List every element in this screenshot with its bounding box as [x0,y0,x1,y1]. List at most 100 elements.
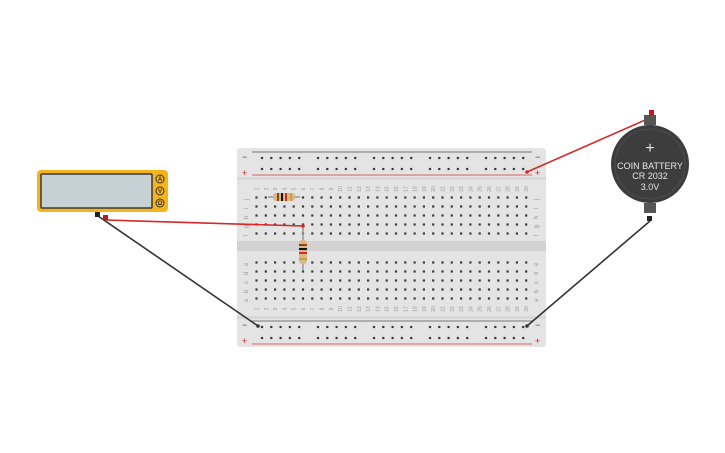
terminal-hole[interactable] [422,270,425,273]
multimeter-ohm-button[interactable]: Ω [155,198,165,208]
terminal-hole[interactable] [497,214,500,217]
terminal-hole[interactable] [301,270,305,273]
terminal-hole[interactable] [283,279,286,282]
terminal-hole[interactable] [469,288,472,291]
multimeter[interactable]: A V Ω [37,170,168,220]
rail-hole[interactable] [372,336,376,340]
terminal-hole[interactable] [292,214,295,217]
terminal-hole[interactable] [367,205,370,208]
rail-hole[interactable] [279,336,282,340]
terminal-hole[interactable] [487,196,491,199]
terminal-hole[interactable] [441,205,444,208]
terminal-hole[interactable] [404,205,407,208]
rail-hole[interactable] [494,336,497,340]
terminal-hole[interactable] [432,288,435,291]
terminal-hole[interactable] [478,214,481,217]
terminal-hole[interactable] [367,297,370,300]
terminal-hole[interactable] [292,261,295,264]
rail-hole[interactable] [456,167,459,171]
terminal-hole[interactable] [441,232,444,235]
rail-hole[interactable] [391,156,394,160]
rail-hole[interactable] [326,325,329,329]
terminal-hole[interactable] [413,214,416,217]
rail-hole[interactable] [326,156,329,160]
terminal-hole[interactable] [506,261,509,264]
rail-hole[interactable] [260,156,264,160]
rail-hole[interactable] [400,336,403,340]
terminal-hole[interactable] [404,279,407,282]
rail-hole[interactable] [438,167,441,171]
terminal-hole[interactable] [441,297,444,300]
terminal-hole[interactable] [441,288,444,291]
terminal-hole[interactable] [283,297,286,300]
rail-hole[interactable] [354,167,357,171]
terminal-hole[interactable] [469,223,472,226]
rail-hole[interactable] [335,156,338,160]
terminal-hole[interactable] [357,223,360,226]
rail-hole[interactable] [456,336,459,340]
terminal-hole[interactable] [292,297,295,300]
terminal-hole[interactable] [422,288,425,291]
terminal-hole[interactable] [506,232,509,235]
terminal-hole[interactable] [367,196,370,199]
terminal-hole[interactable] [264,288,267,291]
rail-hole[interactable] [428,167,432,171]
terminal-hole[interactable] [311,205,314,208]
rail-hole[interactable] [484,156,488,160]
terminal-hole[interactable] [367,261,370,264]
rail-hole[interactable] [382,325,385,329]
terminal-hole[interactable] [487,232,491,235]
terminal-hole[interactable] [301,288,305,291]
rail-hole[interactable] [447,325,450,329]
terminal-hole[interactable] [292,279,295,282]
terminal-hole[interactable] [339,205,342,208]
terminal-hole[interactable] [506,270,509,273]
terminal-hole[interactable] [292,288,295,291]
terminal-hole[interactable] [487,261,491,264]
terminal-hole[interactable] [320,205,323,208]
terminal-hole[interactable] [348,196,351,199]
terminal-hole[interactable] [283,232,286,235]
rail-hole[interactable] [466,167,469,171]
terminal-hole[interactable] [515,223,518,226]
battery-negative-terminal[interactable] [647,216,652,221]
terminal-hole[interactable] [460,205,463,208]
rail-hole[interactable] [326,167,329,171]
terminal-hole[interactable] [506,297,509,300]
rail-hole[interactable] [288,336,291,340]
terminal-hole[interactable] [255,261,258,264]
wire-meter-to-resistor-red[interactable] [105,219,304,227]
rail-hole[interactable] [326,336,329,340]
terminal-hole[interactable] [413,232,416,235]
terminal-hole[interactable] [367,279,370,282]
terminal-hole[interactable] [432,214,435,217]
rail-hole[interactable] [494,167,497,171]
rail-hole[interactable] [335,167,338,171]
terminal-hole[interactable] [487,297,491,300]
terminal-hole[interactable] [460,196,463,199]
terminal-hole[interactable] [311,223,314,226]
terminal-hole[interactable] [394,205,398,208]
terminal-hole[interactable] [357,288,360,291]
terminal-hole[interactable] [506,205,509,208]
rail-hole[interactable] [410,167,413,171]
terminal-hole[interactable] [460,297,463,300]
terminal-hole[interactable] [264,214,267,217]
terminal-hole[interactable] [394,270,398,273]
terminal-hole[interactable] [311,261,314,264]
terminal-hole[interactable] [525,196,528,199]
resistor-horizontal[interactable] [268,193,300,201]
rail-hole[interactable] [372,156,376,160]
terminal-hole[interactable] [450,223,453,226]
terminal-hole[interactable] [469,279,472,282]
terminal-hole[interactable] [283,261,286,264]
rail-hole[interactable] [298,167,301,171]
terminal-hole[interactable] [441,214,444,217]
terminal-hole[interactable] [460,279,463,282]
rail-hole[interactable] [344,325,347,329]
terminal-hole[interactable] [311,297,314,300]
breadboard[interactable]: − − + + − − + + 112233445566778899101011… [237,148,546,347]
terminal-hole[interactable] [422,196,425,199]
rail-hole[interactable] [270,167,273,171]
terminal-hole[interactable] [441,279,444,282]
